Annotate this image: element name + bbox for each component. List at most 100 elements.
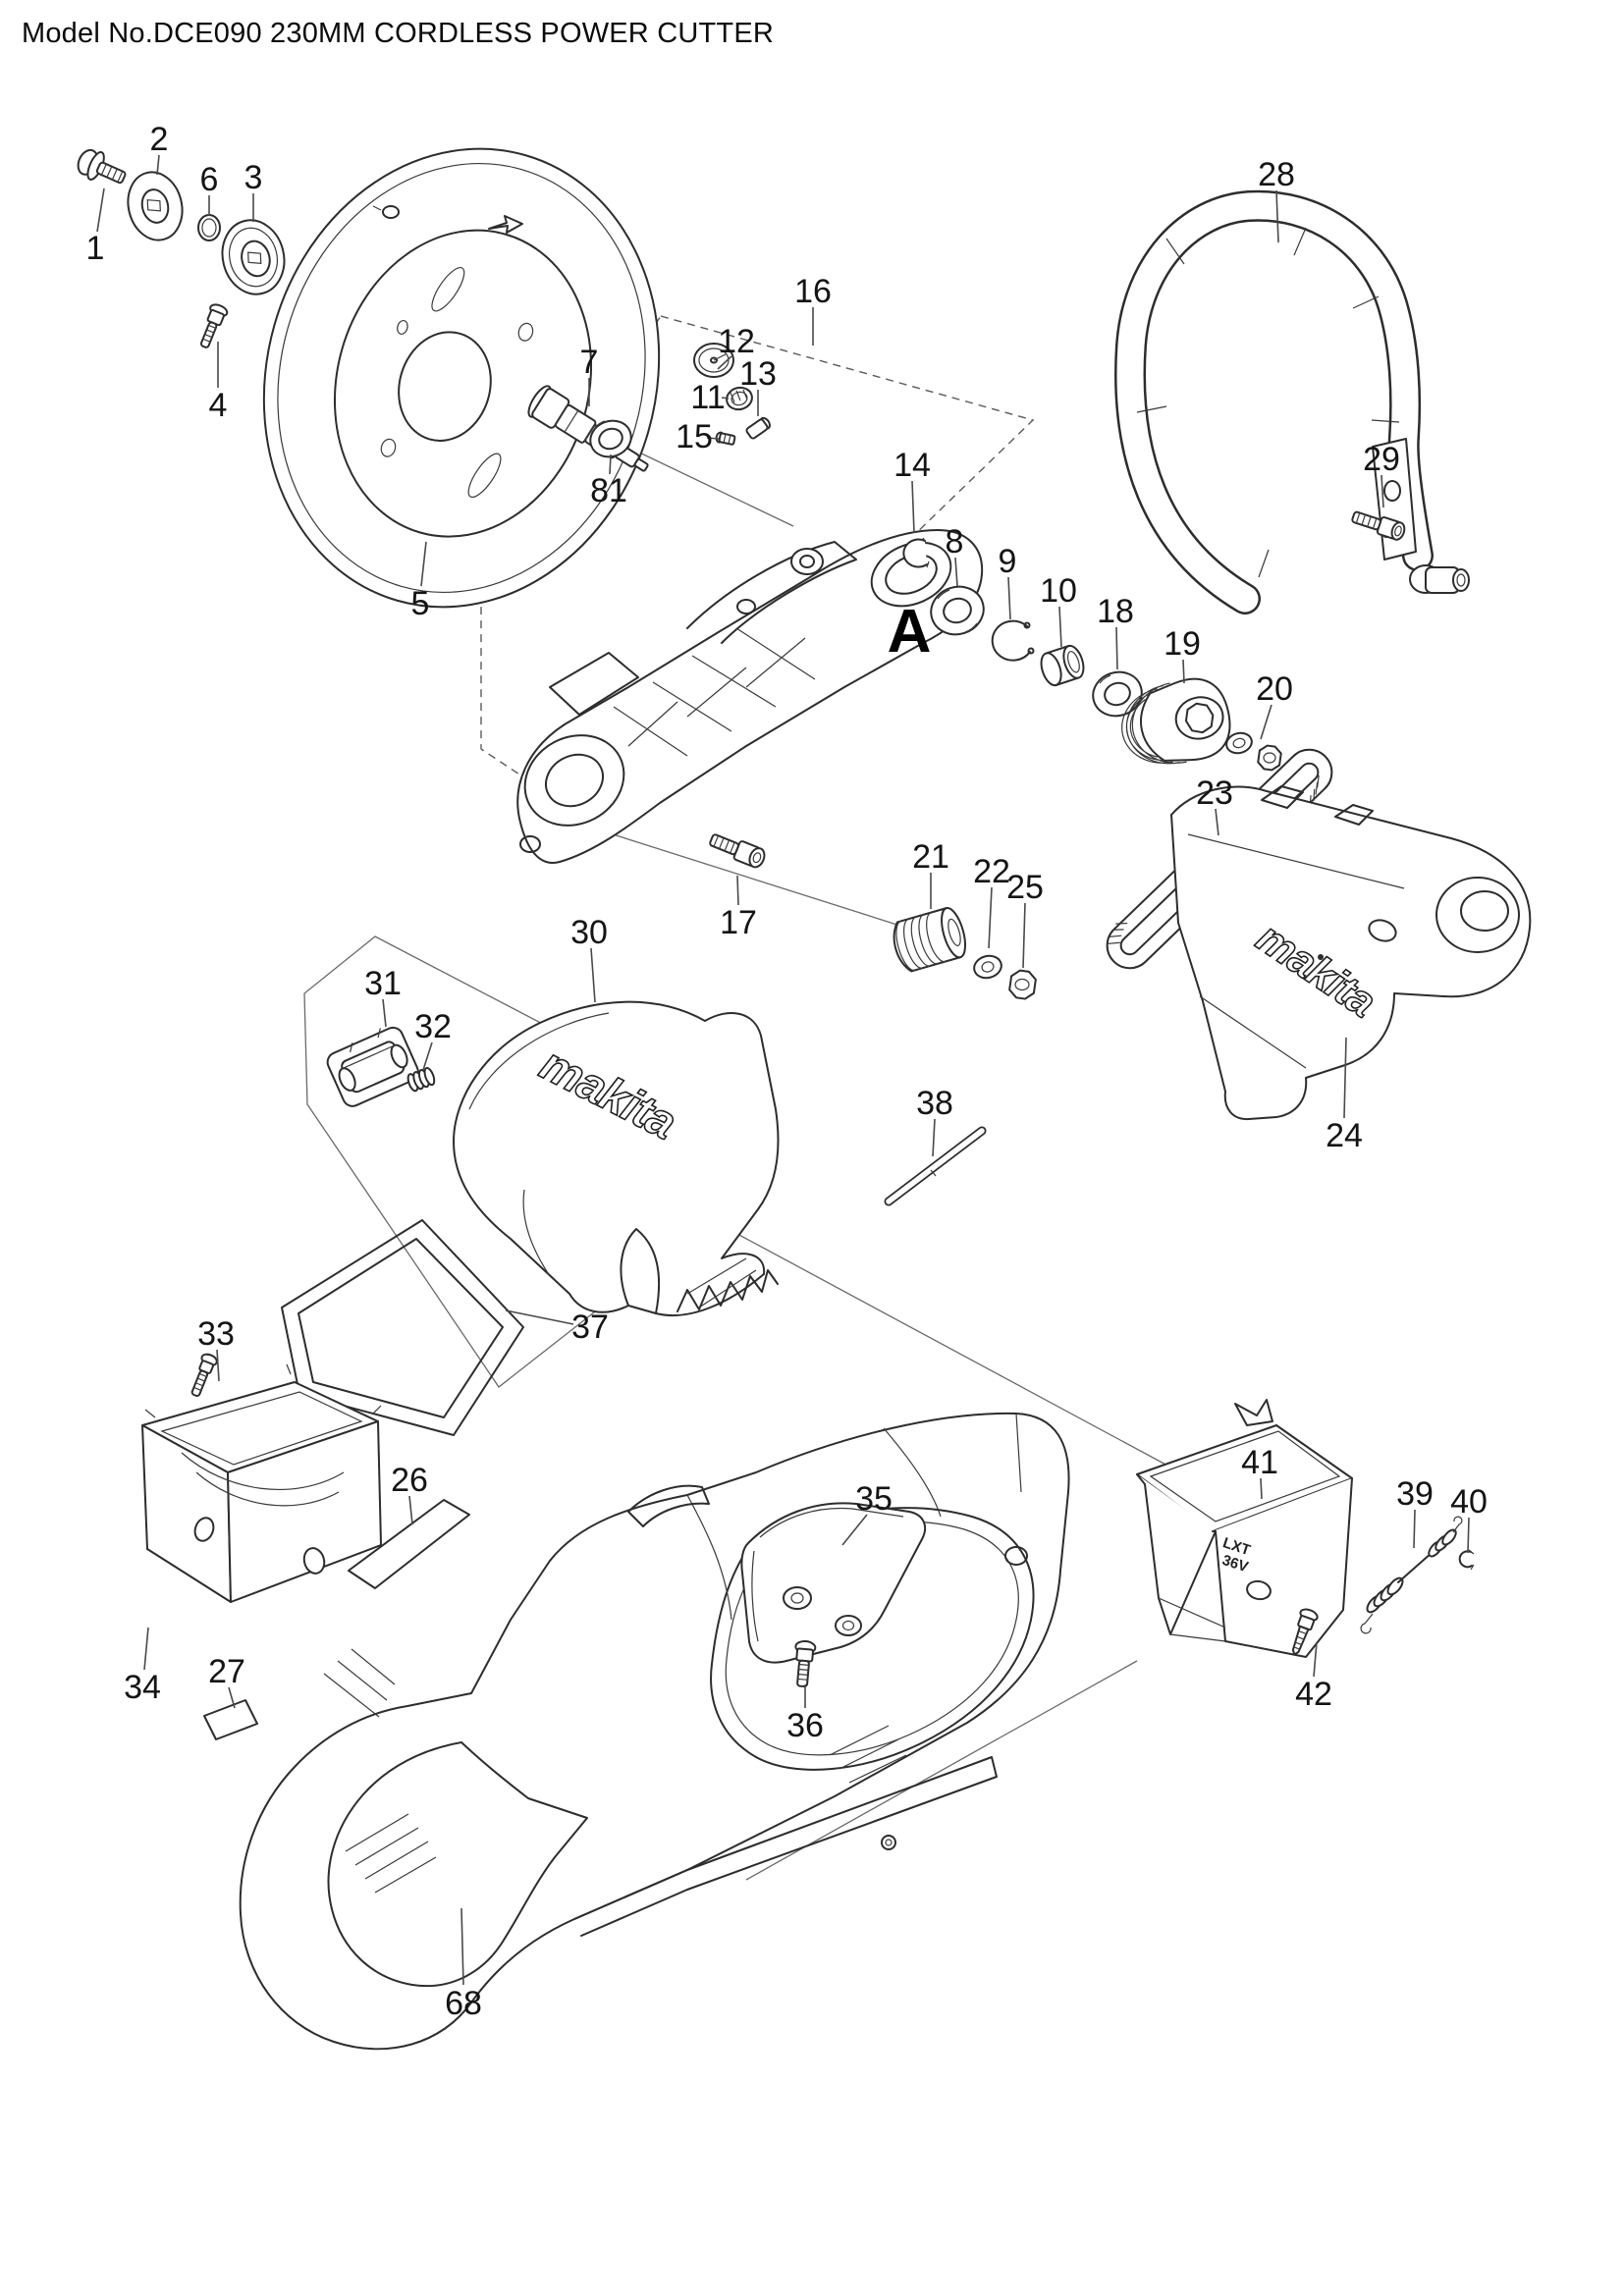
leader-line-37	[505, 1309, 574, 1325]
part-label-7: 7	[580, 344, 599, 381]
part-31-lock-lever	[326, 1026, 419, 1107]
part-label-4: 4	[209, 387, 228, 424]
part-label-3: 3	[244, 159, 263, 196]
leader-line-35	[841, 1514, 868, 1546]
part-label-40: 40	[1450, 1483, 1488, 1521]
leader-line-22	[988, 886, 993, 949]
part-25-nut	[1008, 969, 1037, 1000]
part-label-11: 11	[690, 379, 725, 416]
part-label-17: 17	[720, 904, 757, 941]
leader-line-8	[954, 557, 958, 587]
leader-line-33	[216, 1349, 220, 1382]
leader-line-12	[717, 355, 732, 370]
leader-line-18	[1115, 626, 1118, 670]
part-label-1: 1	[86, 230, 105, 267]
part-label-23: 23	[1196, 774, 1233, 812]
leader-line-9	[1007, 576, 1011, 620]
leader-line-40	[1467, 1517, 1470, 1554]
part-label-34: 34	[124, 1669, 161, 1706]
leader-line-14	[911, 480, 915, 534]
part-label-10: 10	[1040, 572, 1077, 610]
part-label-29: 29	[1363, 441, 1400, 478]
leader-line-23	[1215, 808, 1219, 836]
leader-line-41	[1260, 1477, 1263, 1500]
leader-line-10	[1058, 606, 1062, 648]
part-81-seal-ring	[589, 419, 632, 458]
connector-line-1	[606, 831, 904, 928]
leader-line-42	[1313, 1641, 1318, 1678]
part-label-35: 35	[855, 1480, 893, 1518]
part-label-36: 36	[786, 1707, 824, 1744]
part-label-33: 33	[197, 1315, 235, 1353]
part-20-washer-nut	[1225, 731, 1282, 772]
leader-line-2	[156, 154, 160, 176]
leader-line-24	[1343, 1037, 1347, 1119]
part-label-31: 31	[364, 965, 402, 1002]
part-label-9: 9	[999, 543, 1017, 580]
part-21-tension-adjuster	[893, 906, 967, 973]
part-label-14: 14	[893, 447, 931, 484]
leader-line-20	[1260, 704, 1272, 740]
part-label-21: 21	[912, 838, 949, 876]
part-label-25: 25	[1006, 869, 1044, 906]
part-39-tension-spring	[1360, 1516, 1463, 1634]
leader-line-5	[420, 541, 427, 587]
leader-line-11	[721, 397, 730, 400]
part-30-belt-cover: makita	[453, 1000, 780, 1317]
part-label-19: 19	[1164, 625, 1201, 663]
part-label-15: 15	[676, 418, 713, 455]
leader-line-1	[96, 187, 105, 233]
part-38-rod	[884, 1126, 987, 1206]
part-19-pulley	[1121, 677, 1231, 765]
connector-line-81	[632, 449, 794, 527]
part-label-2: 2	[150, 121, 169, 158]
leader-line-38	[932, 1118, 936, 1157]
part-label-41: 41	[1241, 1444, 1278, 1481]
assembly-marker-a: A	[888, 598, 932, 666]
part-label-24: 24	[1326, 1117, 1363, 1154]
part-label-37: 37	[571, 1308, 609, 1346]
part-label-5: 5	[411, 585, 430, 622]
part-33-screw	[190, 1353, 218, 1397]
part-28-loop-handle	[1114, 189, 1470, 614]
part-label-12: 12	[718, 323, 755, 360]
part-label-16: 16	[794, 273, 832, 310]
part-1-flange-bolt	[77, 148, 127, 185]
part-label-81: 81	[590, 472, 627, 509]
part-9-snap-ring	[991, 619, 1035, 662]
leader-line-17	[736, 875, 739, 906]
part-label-32: 32	[414, 1008, 452, 1045]
part-37-seal-belt	[281, 1219, 524, 1436]
part-label-26: 26	[391, 1462, 428, 1499]
leader-line-30	[590, 947, 596, 1003]
part-label-27: 27	[208, 1653, 245, 1690]
part-2-outer-flange	[127, 171, 184, 241]
part-24-arm-cover: makita	[1170, 785, 1532, 1121]
part-label-6: 6	[200, 161, 219, 198]
part-17-bolt	[709, 833, 766, 869]
part-label-68: 68	[445, 1985, 482, 2022]
leader-line-39	[1413, 1509, 1416, 1549]
leader-line-28	[1275, 189, 1279, 243]
connector-line-2	[711, 1219, 1209, 1488]
leader-line-81	[609, 454, 612, 475]
part-label-39: 39	[1396, 1475, 1434, 1513]
part-8-ball-bearing	[930, 585, 985, 636]
part-32-spring	[406, 1067, 436, 1093]
part-13-pin	[745, 416, 771, 440]
leader-line-68	[460, 1907, 464, 1986]
part-18-ball-bearing	[1092, 670, 1143, 718]
leader-line-29	[1380, 474, 1384, 508]
leader-line-19	[1182, 659, 1185, 684]
part-5-wheel-guard	[262, 147, 661, 609]
part-29-bolt	[1351, 510, 1406, 541]
part-41-battery-cover: LXT 36V	[1136, 1399, 1353, 1658]
part-label-22: 22	[973, 853, 1010, 890]
part-27-label-sticker	[203, 1699, 258, 1740]
leader-line-26	[408, 1495, 413, 1525]
leader-line-31	[382, 998, 387, 1028]
part-10-spacer-sleeve	[1040, 644, 1085, 687]
